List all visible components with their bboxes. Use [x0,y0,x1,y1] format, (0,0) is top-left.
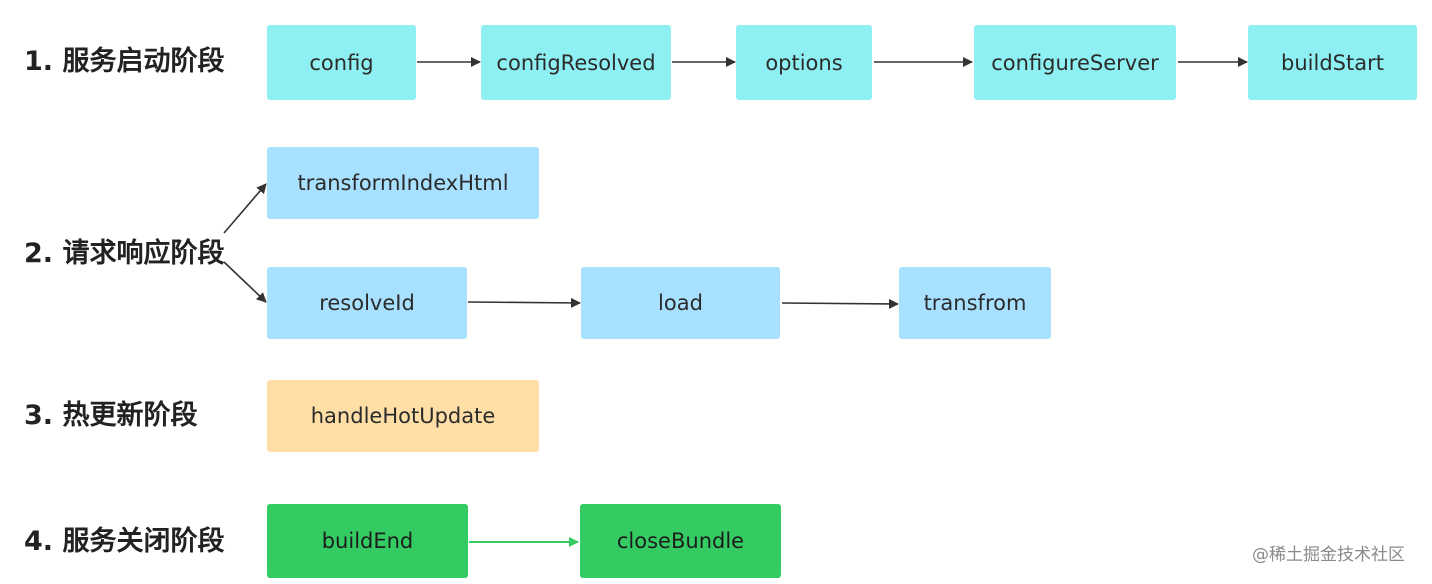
hook-closebundle: closeBundle [580,504,781,578]
hook-load: load [581,267,780,339]
stage-label-startup: 1. 服务启动阶段 [24,46,225,77]
stage-label-hot-update: 3. 热更新阶段 [24,400,198,431]
hook-buildend: buildEnd [267,504,468,578]
hook-options: options [736,25,872,100]
hook-configresolved: configResolved [481,25,671,100]
arrow-request-to-transformindexhtml [223,183,267,234]
stage-label-request: 2. 请求响应阶段 [24,238,225,269]
hook-transformindexhtml: transformIndexHtml [267,147,539,219]
hook-buildstart: buildStart [1248,25,1417,100]
stage-label-shutdown: 4. 服务关闭阶段 [24,526,225,557]
arrow-resolveid-to-load [467,297,581,308]
arrow-load-to-transfrom [781,298,899,309]
hook-transfrom: transfrom [899,267,1051,339]
hook-handlehotupdate: handleHotUpdate [267,380,539,452]
arrow-request-to-resolveid [223,261,267,303]
hook-configureserver: configureServer [974,25,1176,100]
hook-resolveid: resolveId [267,267,467,339]
hook-config: config [267,25,416,100]
watermark: @稀土掘金技术社区 [1252,545,1405,565]
